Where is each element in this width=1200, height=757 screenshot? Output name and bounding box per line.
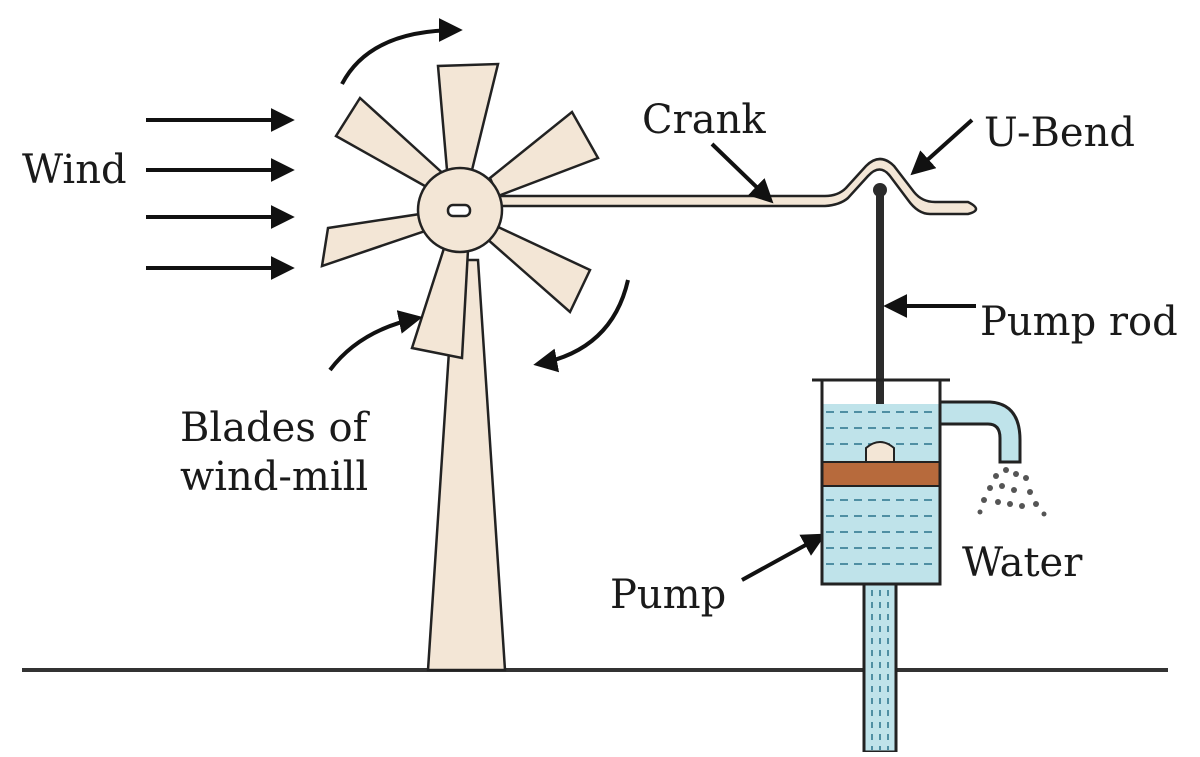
label-u-bend: U-Bend xyxy=(984,110,1135,156)
pump-pointer xyxy=(741,533,827,582)
label-pump-rod: Pump rod xyxy=(980,299,1178,345)
blade-upper-right xyxy=(488,110,600,198)
blade-upper-left xyxy=(334,96,450,192)
label-wind: Wind xyxy=(22,147,127,193)
label-crank: Crank xyxy=(642,97,766,143)
outlet-spout xyxy=(938,400,1022,464)
blade-up xyxy=(436,62,500,172)
crank-rod xyxy=(496,157,978,216)
rotation-arrow-top xyxy=(340,18,463,85)
rotation-arrow-bottom xyxy=(533,279,630,373)
blades-pointer xyxy=(328,310,423,372)
blade-lower-left xyxy=(410,240,470,360)
rod-pivot xyxy=(873,183,887,197)
label-pump: Pump xyxy=(610,572,727,618)
pump-rod xyxy=(876,190,884,450)
piston-valve xyxy=(865,441,895,463)
pump xyxy=(812,378,1047,754)
crank-pointer xyxy=(710,142,774,204)
label-blades-line2: wind-mill xyxy=(180,453,369,500)
label-water: Water xyxy=(962,540,1083,586)
label-blades-line1: Blades of xyxy=(180,405,368,451)
label-blades: Blades of wind-mill xyxy=(180,404,368,502)
water-spray xyxy=(977,467,1047,517)
ubend-pointer xyxy=(910,118,974,176)
hub-slot xyxy=(446,203,472,218)
pump-piston xyxy=(821,461,941,487)
blade-left xyxy=(320,212,430,268)
pump-water-lower xyxy=(822,484,940,584)
windmill-tower xyxy=(426,258,507,672)
wind-arrows xyxy=(146,108,295,280)
